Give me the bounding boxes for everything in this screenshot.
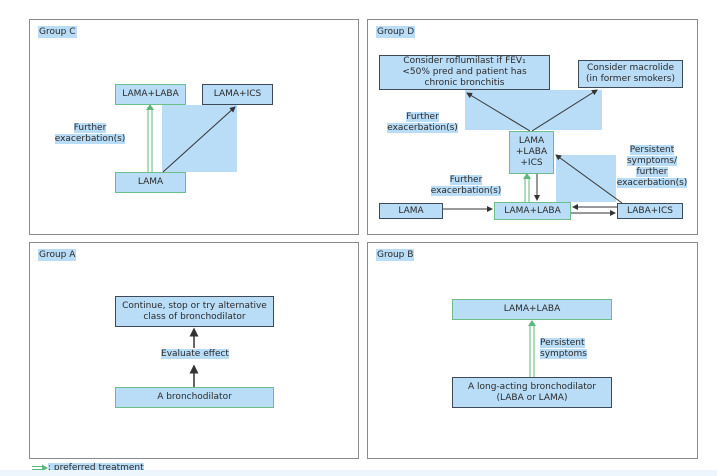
group-c-label-further-exacerbation: Further exacerbation(s) [54,123,126,144]
bottom-strip [0,470,717,476]
group-d-label-further-bottom: Further exacerbation(s) [430,175,502,196]
group-d-node-lama: LAMA [379,203,443,219]
group-b-node-lama-laba: LAMA+LABA [452,299,612,320]
group-b-node-long-acting: A long-acting bronchodilator (LABA or LA… [452,377,612,408]
panel-group-b: Group B [367,242,698,459]
group-d-highlight-right [556,155,616,202]
group-c-title: Group C [38,26,77,38]
group-c-node-lama: LAMA [115,172,186,193]
group-b-label-persistent: Persistent symptoms [540,338,587,359]
double-green-arrow-icon [32,464,48,471]
group-d-node-roflumilast: Consider roflumilast if FEV₁ <50% pred a… [379,55,550,90]
legend-text: : preferred treatment [48,463,144,473]
group-d-title: Group D [376,26,416,38]
group-a-title: Group A [38,249,77,261]
group-d-node-triple: LAMA +LABA +ICS [509,131,554,174]
group-a-label-evaluate-effect: Evaluate effect [161,349,229,359]
group-d-label-further-top: Further exacerbation(s) [387,112,458,133]
group-d-label-persistent: Persistent symptoms/ further exacerbatio… [616,145,688,188]
group-b-title: Group B [376,249,415,261]
group-c-node-lama-ics: LAMA+ICS [202,84,273,105]
group-d-highlight-top [465,90,602,130]
group-d-node-laba-ics: LABA+ICS [617,203,683,219]
group-c-highlight [162,105,237,172]
group-d-node-macrolide: Consider macrolide (in former smokers) [578,60,683,88]
group-a-node-continue: Continue, stop or try alternative class … [115,296,274,327]
group-d-node-lama-laba: LAMA+LABA [494,202,571,220]
group-a-node-bronchodilator: A bronchodilator [115,387,274,408]
legend: : preferred treatment [32,462,144,474]
group-c-node-lama-laba: LAMA+LABA [115,84,186,105]
